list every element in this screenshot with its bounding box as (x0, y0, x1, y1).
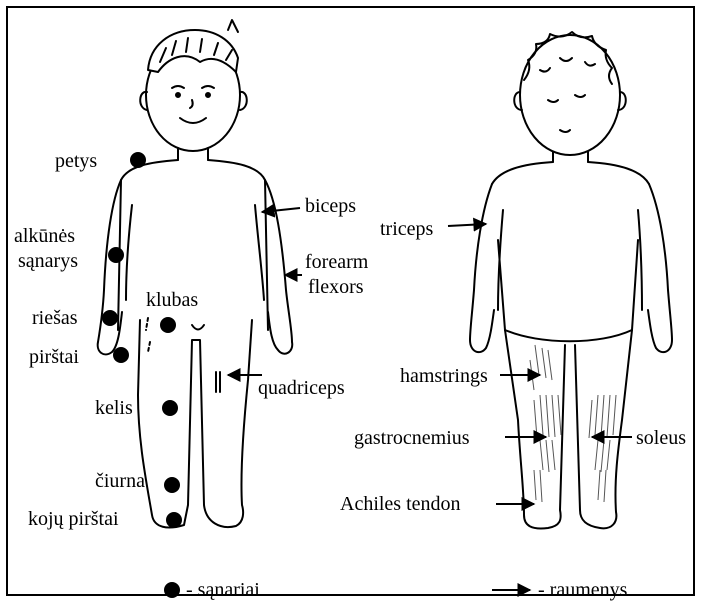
legend-muscles-label: - raumenys (538, 579, 627, 601)
label-shoulder: petys (55, 150, 97, 172)
legend-joint-dot (164, 582, 180, 598)
arrow-biceps (262, 208, 300, 212)
label-elbow-line1: alkūnės (14, 225, 75, 247)
joint-dot-ankle (164, 477, 180, 493)
back-body-figure (470, 32, 672, 528)
label-quadriceps: quadriceps (258, 377, 345, 399)
label-elbow-line2: sąnarys (18, 250, 78, 272)
label-fingers: pirštai (29, 346, 79, 368)
label-soleus: soleus (636, 427, 686, 449)
label-achilles: Achiles tendon (340, 493, 461, 515)
joint-dot-hip (160, 317, 176, 333)
legend-joints-label: - sąnariai (186, 579, 260, 601)
label-forearm-line1: forearm (305, 251, 368, 273)
back-leg-shading (530, 345, 616, 502)
front-body-figure (98, 20, 293, 528)
label-hip: klubas (146, 289, 198, 311)
label-ankle: čiurna (95, 470, 145, 492)
label-triceps: triceps (380, 218, 433, 240)
label-toes: kojų pirštai (28, 508, 119, 530)
joint-dot-wrist (102, 310, 118, 326)
label-hamstrings: hamstrings (400, 365, 488, 387)
label-wrist: riešas (32, 307, 78, 329)
joint-dot-fingers (113, 347, 129, 363)
label-knee: kelis (95, 397, 133, 419)
joint-dot-elbow (108, 247, 124, 263)
joint-dot-knee (162, 400, 178, 416)
label-forearm-line2: flexors (308, 276, 364, 298)
label-biceps: biceps (305, 195, 356, 217)
joint-dot-shoulder (130, 152, 146, 168)
label-gastrocnemius: gastrocnemius (354, 427, 470, 449)
joint-dot-toes (166, 512, 182, 528)
